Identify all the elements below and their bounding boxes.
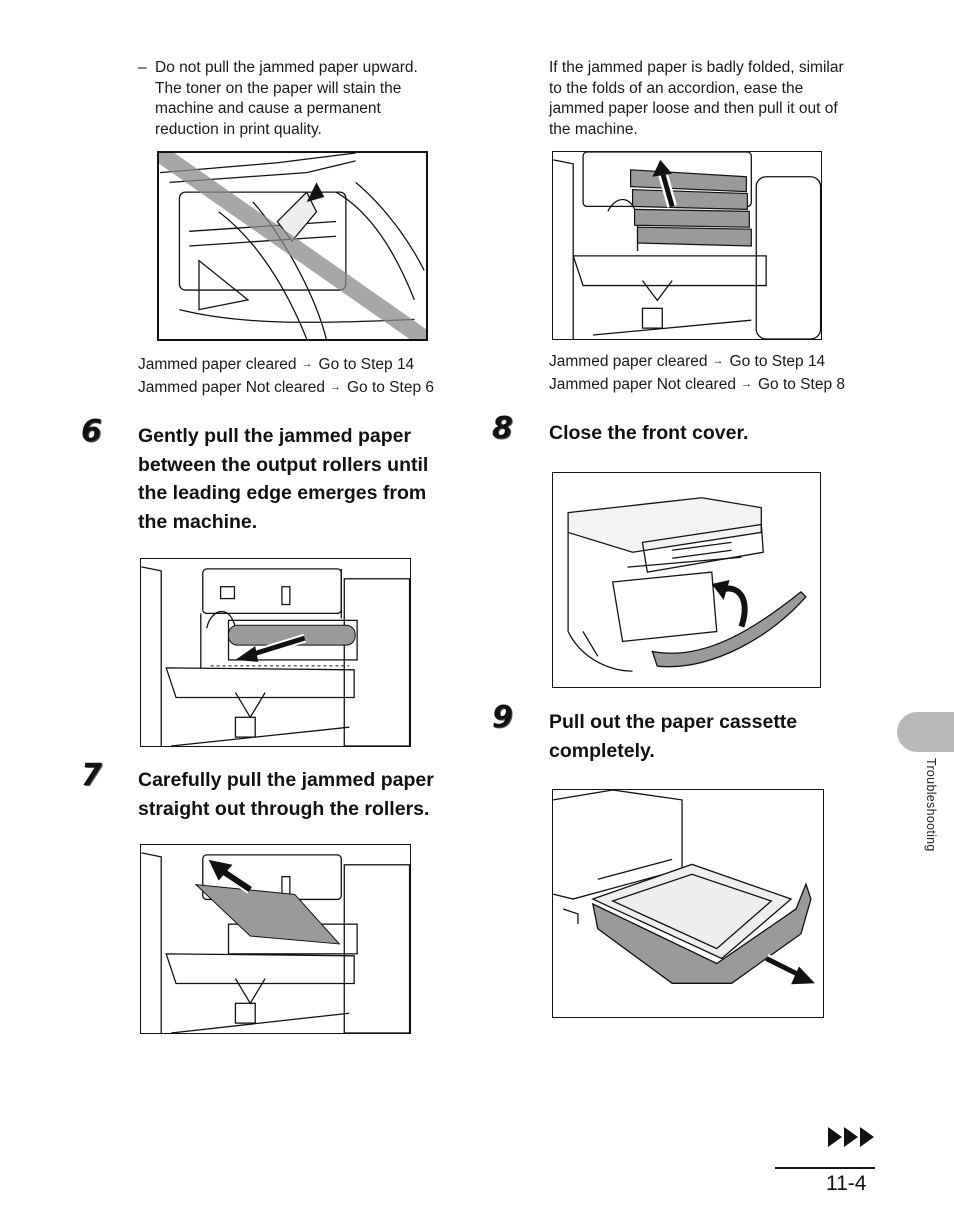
footer-rule: [775, 1167, 875, 1169]
figure-step-6-pull-between-rollers: [140, 558, 411, 747]
figure-step-9-pull-out-cassette: [552, 789, 824, 1018]
figure-accordion-jammed-paper: [552, 151, 822, 340]
step-6-instruction: Gently pull the jammed paper between the…: [138, 422, 468, 536]
result-not-cleared-label: Jammed paper Not cleared: [549, 376, 736, 393]
instruction-line: completely.: [549, 739, 655, 762]
instruction-line: Carefully pull the jammed paper: [138, 769, 434, 791]
page-number: 11-4: [826, 1172, 867, 1195]
arrow-right-icon: →: [712, 355, 724, 367]
figure-step-8-close-front-cover: [552, 472, 821, 688]
arrow-right-icon: →: [329, 381, 341, 393]
instruction-line: Pull out the paper cassette: [549, 711, 798, 733]
left-warning-note: – Do not pull the jammed paper upward. T…: [138, 58, 468, 140]
section-tab-label: Troubleshooting: [924, 758, 938, 852]
note-line: If the jammed paper is badly folded, sim…: [549, 59, 844, 76]
continued-arrows-icon: [828, 1127, 876, 1152]
illustration-output-rollers: [141, 566, 410, 746]
result-cleared-target: Go to Step 14: [318, 356, 415, 373]
result-not-cleared-target: Go to Step 8: [757, 376, 845, 393]
note-line: the machine.: [549, 120, 638, 138]
result-cleared-row: Jammed paper cleared → Go to Step 14: [549, 351, 889, 374]
right-results: Jammed paper cleared → Go to Step 14 Jamme…: [549, 351, 889, 397]
illustration-close-cover: [567, 497, 807, 672]
illustration-prohibited-pull: [159, 153, 426, 339]
illustration-pull-cassette: [553, 790, 815, 985]
note-line: Do not pull the jammed paper upward.: [155, 59, 418, 76]
result-cleared-label: Jammed paper cleared: [138, 356, 297, 373]
arrow-right-icon: →: [740, 378, 752, 390]
step-7-instruction: Carefully pull the jammed paper straight…: [138, 766, 468, 823]
illustration-pull-straight: [141, 852, 410, 1033]
result-not-cleared-label: Jammed paper Not cleared: [138, 379, 325, 396]
left-results: Jammed paper cleared → Go to Step 14 Jamme…: [138, 354, 478, 400]
figure-prohibited-pull-upward: [157, 151, 428, 341]
note-line: machine and cause a permanent: [155, 100, 381, 117]
instruction-line: between the output rollers until: [138, 453, 429, 476]
instruction-line: the machine.: [138, 510, 258, 533]
note-line: The toner on the paper will stain the: [155, 79, 402, 97]
result-not-cleared-row: Jammed paper Not cleared → Go to Step 8: [549, 374, 889, 397]
section-side-tab: [897, 712, 954, 752]
result-cleared-target: Go to Step 14: [729, 353, 826, 370]
right-accordion-note: If the jammed paper is badly folded, sim…: [549, 58, 889, 140]
continued-arrows-icon: [828, 1127, 874, 1147]
instruction-line: Close the front cover.: [549, 422, 749, 444]
note-line: reduction in print quality.: [155, 120, 322, 138]
instruction-line: Gently pull the jammed paper: [138, 425, 412, 447]
illustration-accordion-paper: [553, 152, 821, 339]
bullet-dash: –: [138, 59, 147, 76]
step-number: 9: [492, 700, 513, 735]
result-cleared-row: Jammed paper cleared → Go to Step 14: [138, 354, 478, 377]
step-9-instruction: Pull out the paper cassette completely.: [549, 708, 879, 765]
figure-step-7-pull-straight-out: [140, 844, 411, 1034]
instruction-line: straight out through the rollers.: [138, 797, 430, 820]
step-number: 6: [81, 414, 102, 449]
step-number: 8: [492, 411, 513, 446]
result-not-cleared-target: Go to Step 6: [346, 379, 434, 396]
note-line: jammed paper loose and then pull it out …: [549, 100, 838, 117]
arrow-right-icon: →: [301, 358, 313, 370]
step-number: 7: [81, 758, 102, 793]
result-cleared-label: Jammed paper cleared: [549, 353, 708, 370]
result-not-cleared-row: Jammed paper Not cleared → Go to Step 6: [138, 377, 478, 400]
note-line: to the folds of an accordion, ease the: [549, 79, 804, 97]
step-8-instruction: Close the front cover.: [549, 419, 879, 448]
instruction-line: the leading edge emerges from: [138, 482, 427, 504]
